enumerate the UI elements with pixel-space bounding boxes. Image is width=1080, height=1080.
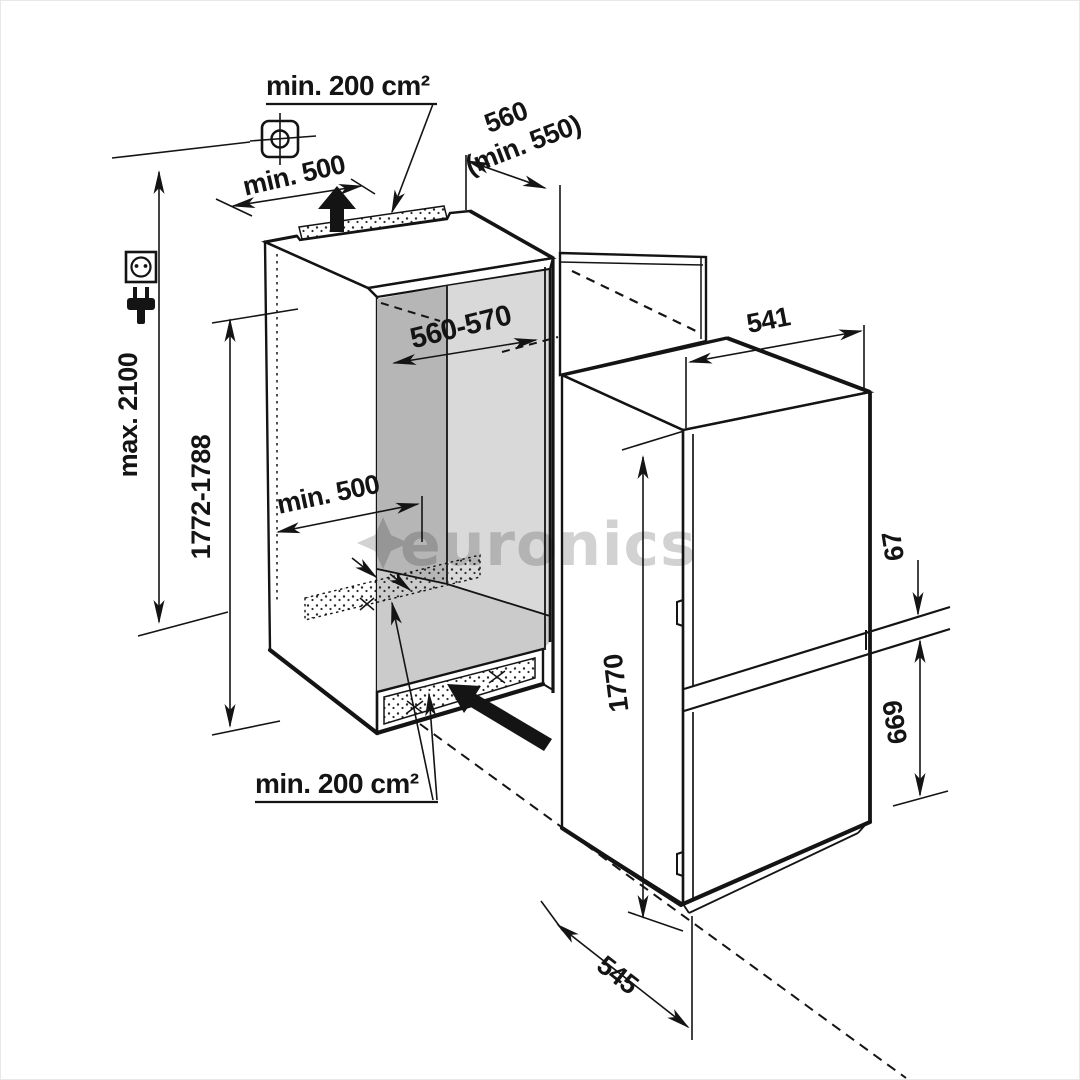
power-plug-icon: [127, 287, 155, 324]
dim-max-height: max. 2100: [111, 141, 251, 637]
dim-freezer-door-height: 669: [877, 639, 949, 807]
hinge-notch-upper: [676, 599, 684, 627]
vent-area-top-text: min. 200 cm²: [266, 70, 430, 101]
door-joint-upper-line: [683, 605, 951, 691]
dim-freezer-door-height-label: 669: [877, 698, 914, 746]
panel-diagonal-hidden-line: [571, 270, 699, 333]
hinge-notch-lower: [676, 851, 684, 877]
watermark: euronics: [357, 510, 697, 580]
airflow-inlet-arrow-icon: [447, 684, 552, 751]
watermark-text: euronics: [400, 510, 697, 580]
dim-max-height-label: max. 2100: [113, 353, 143, 478]
dim-niche-height: 1772-1788: [186, 308, 299, 736]
dim-door-gap: 67: [876, 530, 924, 616]
vent-area-label-top: min. 200 cm²: [266, 70, 437, 214]
floor-vent-hatch-x: [359, 597, 375, 611]
plinth-vent-hatch-x: [406, 670, 506, 714]
junction-box-icon: [249, 113, 317, 165]
dim-door-gap-label: 67: [876, 530, 910, 563]
four-point-star-icon: [357, 517, 409, 569]
dim-appliance-height: 1770: [598, 430, 685, 932]
dim-appliance-height-label: 1770: [598, 652, 635, 713]
floor-projection-line: [419, 723, 907, 1079]
niche-floor: [377, 569, 550, 692]
door-joint-lower-line: [683, 627, 951, 713]
vent-area-label-bottom: min. 200 cm²: [255, 601, 438, 804]
vent-area-bottom-text: min. 200 cm²: [255, 768, 419, 799]
dim-niche-height-label: 1772-1788: [186, 434, 216, 559]
